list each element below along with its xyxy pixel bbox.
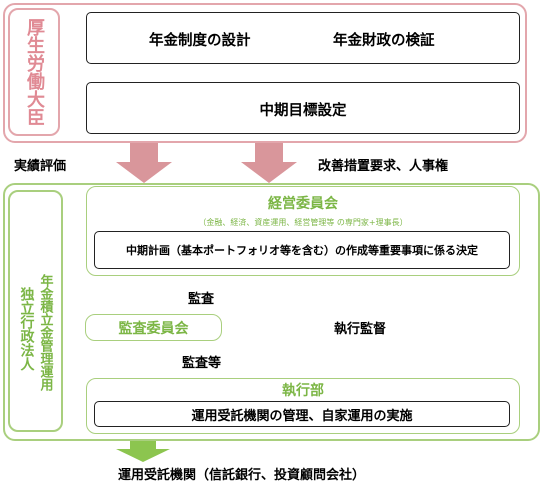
management-committee-box: 経営委員会 （金融、経済、資産運用、経営管理等 の専門家+理事長） 中期計画（基… (86, 186, 520, 276)
management-committee-title: 経営委員会 (268, 196, 338, 212)
committee-decision-box: 中期計画（基本ポートフォリオ等を含む）の作成等重要事項に係る決定 (94, 231, 510, 269)
executive-division-box: 執行部 運用受託機関の管理、自家運用の実施 (86, 378, 520, 434)
committee-decision-text: 中期計画（基本ポートフォリオ等を含む）の作成等重要事項に係る決定 (126, 244, 478, 257)
corporation-label-box (8, 190, 63, 432)
external-arrow (116, 441, 170, 462)
audit-committee-box: 監査委員会 (85, 314, 222, 341)
pension-verify-text: 年金財政の検証 (333, 33, 435, 49)
ministry-duties-box: 年金制度の設計 年金財政の検証 (86, 12, 520, 64)
ministry-label: 厚生労働大臣 (24, 18, 45, 126)
audit-etc-label: 監査等 (182, 356, 222, 371)
performance-label: 実績評価 (14, 159, 67, 174)
pension-design-text: 年金制度の設計 (149, 33, 251, 49)
audit-label: 監査 (188, 292, 215, 307)
performance-arrow (116, 143, 172, 183)
execution-supervision-label: 執行監督 (334, 322, 387, 337)
executive-task-box: 運用受託機関の管理、自家運用の実施 (94, 401, 510, 427)
improvement-arrow (241, 143, 297, 183)
executive-division-title: 執行部 (282, 383, 324, 399)
corporation-label-line2: 独立行政法人 (18, 286, 35, 371)
corporation-label-line1: 年金積立金管理運用 (37, 273, 53, 391)
midterm-goal-box: 中期目標設定 (86, 82, 520, 134)
executive-task-text: 運用受託機関の管理、自家運用の実施 (191, 408, 413, 424)
committee-members-text: （金融、経済、資産運用、経営管理等 の専門家+理事長） (198, 218, 408, 227)
midterm-goal-text: 中期目標設定 (259, 103, 347, 119)
corporation-label: 年金積立金管理運用 独立行政法人 (8, 190, 63, 432)
improvement-label: 改善措置要求、人事権 (318, 159, 449, 174)
audit-committee-text: 監査委員会 (118, 320, 189, 337)
ministry-label-box (8, 8, 60, 136)
external-managers-label: 運用受託機関（信託銀行、投資顧問会社） (118, 468, 366, 483)
